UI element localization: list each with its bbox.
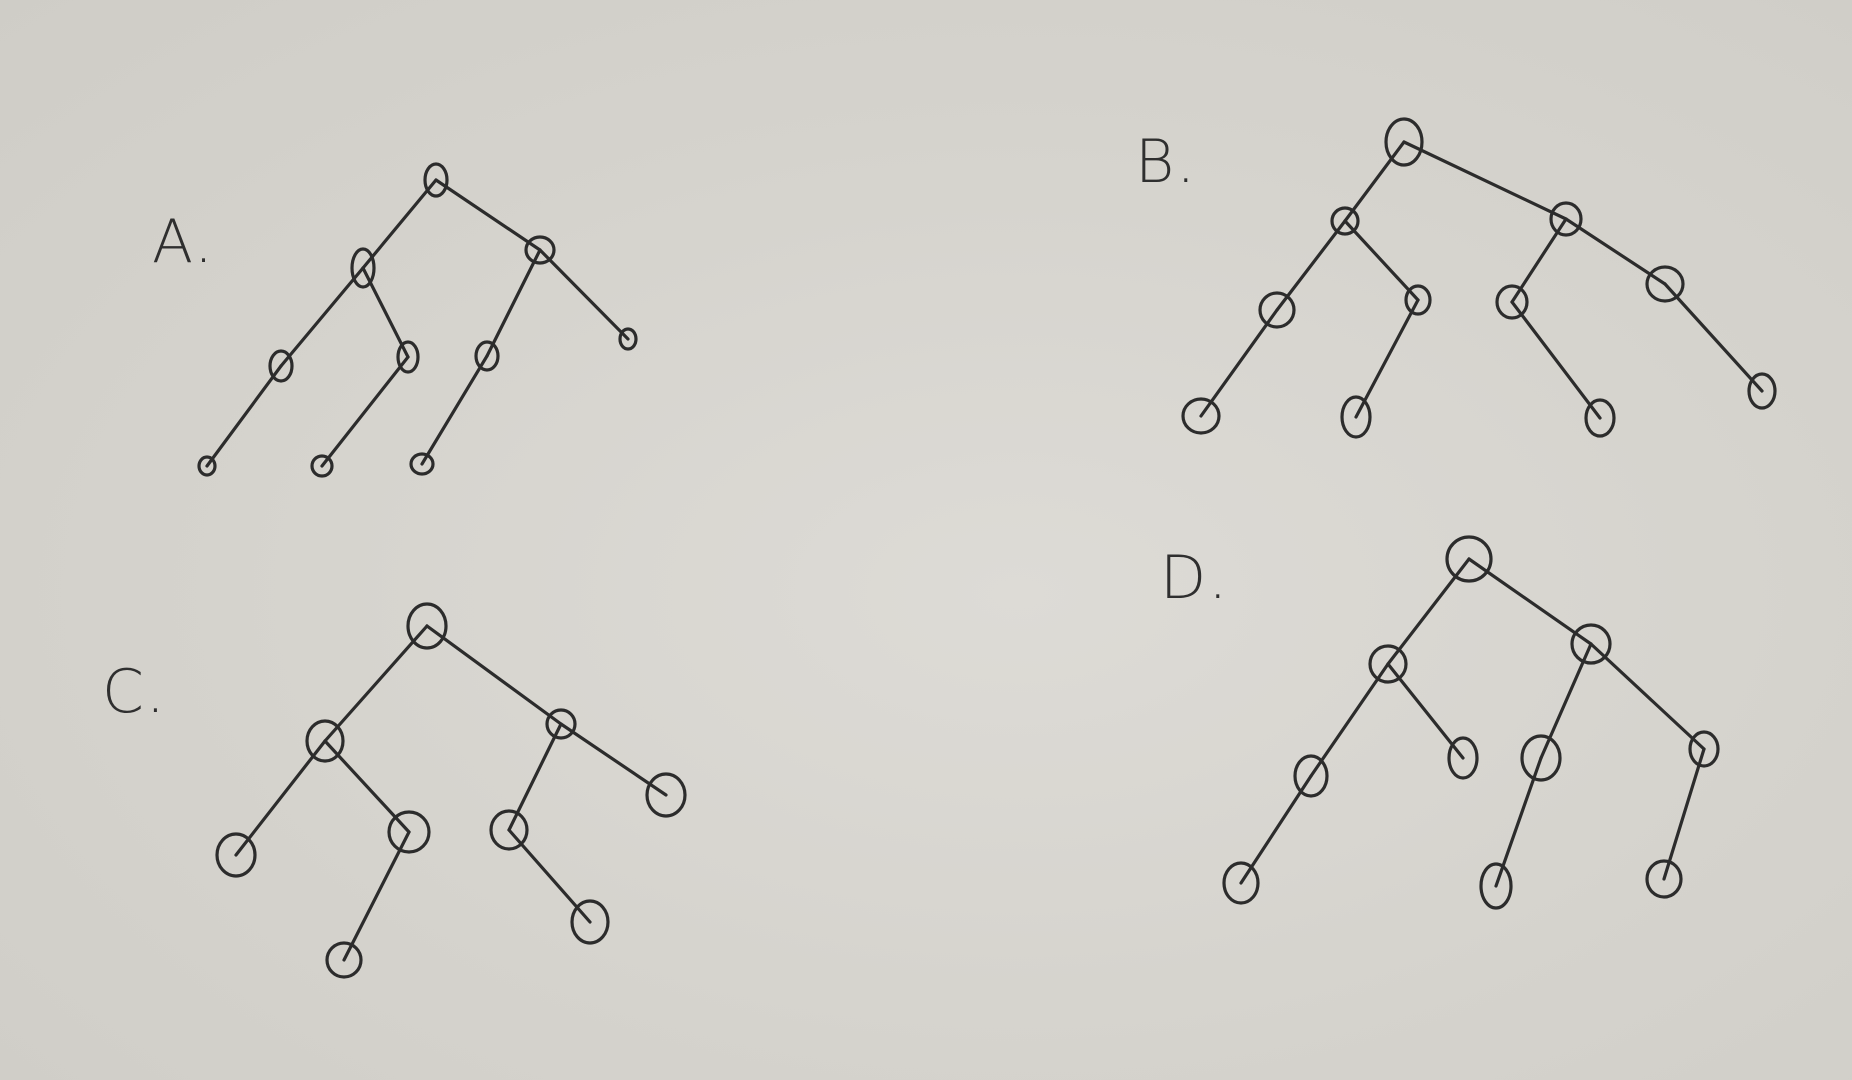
tree-d-edge	[1662, 747, 1706, 881]
tree-d-node	[1368, 644, 1408, 684]
tree-c-edge	[234, 739, 327, 857]
tree-d-edge	[1386, 662, 1465, 760]
tree-b-node	[1258, 291, 1296, 329]
tree-d-node	[1570, 623, 1612, 665]
tree-c-node	[489, 809, 529, 851]
tree-c-edge	[425, 624, 563, 726]
tree-d-node	[1447, 736, 1479, 780]
tree-a-node	[524, 235, 556, 265]
tree-a-edge	[279, 266, 365, 368]
tree-d-node	[1222, 861, 1260, 905]
tree-label-b: B.	[1135, 127, 1197, 197]
tree-b-edge	[1275, 219, 1347, 312]
tree-a-node	[268, 349, 294, 383]
tree-a-node	[310, 454, 334, 478]
tree-b-edge	[1663, 282, 1764, 393]
tree-c-node	[305, 719, 345, 763]
tree-a-edge	[420, 354, 489, 466]
tree-c-node	[325, 941, 363, 979]
tree-d-edge	[1386, 557, 1471, 666]
tree-a-edges	[205, 178, 630, 468]
tree-b-edge	[1510, 300, 1602, 420]
tree-label-c: C.	[102, 657, 167, 727]
tree-a-edge	[538, 248, 630, 341]
tree-a-edge	[361, 178, 438, 270]
tree-c-node	[387, 810, 431, 854]
tree-b-edge	[1199, 308, 1279, 418]
tree-b-nodes	[1181, 117, 1777, 439]
tree-b-edge	[1564, 217, 1667, 286]
tree-d-node	[1445, 535, 1493, 583]
tree-b-node	[1584, 398, 1616, 438]
tree-d-node	[1645, 859, 1683, 899]
tree-a-node	[409, 452, 435, 476]
tree-d-edge	[1589, 642, 1706, 751]
tree-d-nodes	[1222, 535, 1720, 910]
tree-c-node	[545, 708, 577, 740]
tree-d-node	[1293, 754, 1329, 798]
tree-b-edges	[1199, 140, 1764, 420]
tree-a: A.	[152, 162, 638, 478]
tree-c-edge	[323, 624, 429, 743]
tree-d: D.	[1160, 535, 1720, 910]
tree-d-node	[1479, 862, 1513, 910]
tree-d-node	[1688, 730, 1720, 768]
tree-a-node	[474, 340, 500, 372]
tree-a-edge	[205, 364, 283, 468]
tree-b-node	[1330, 206, 1360, 236]
tree-b-node	[1181, 397, 1221, 435]
tree-b-node	[1747, 372, 1777, 410]
tree-d-node	[1520, 734, 1562, 782]
tree-a-node	[350, 247, 376, 289]
tree-d-edge	[1309, 662, 1390, 778]
tree-d-edges	[1239, 557, 1706, 888]
tree-label-a: A.	[152, 207, 215, 277]
tree-c: C.	[102, 602, 687, 979]
tree-b-node	[1340, 395, 1372, 439]
tree-a-nodes	[197, 162, 638, 478]
tree-a-edge	[485, 248, 542, 358]
tree-a-node	[396, 340, 420, 374]
tree-a-edge	[434, 178, 542, 252]
tree-b-node	[1495, 284, 1529, 320]
tree-c-node	[406, 602, 448, 650]
tree-c-node	[645, 772, 687, 818]
tree-b-edge	[1343, 219, 1420, 302]
tree-b-node	[1404, 284, 1432, 316]
tree-b-edge	[1343, 140, 1406, 223]
tree-c-nodes	[215, 602, 687, 979]
tree-d-edge	[1239, 774, 1313, 885]
tree-b-node	[1645, 265, 1685, 303]
tree-a-node	[423, 162, 449, 198]
tree-c-edges	[234, 624, 668, 962]
tree-c-node	[570, 899, 610, 945]
tree-b-edge	[1354, 298, 1420, 419]
tree-b-edge	[1402, 140, 1568, 221]
tree-b-node	[1549, 201, 1583, 237]
tree-c-node	[215, 832, 257, 878]
tree-label-d: D.	[1160, 543, 1229, 613]
tree-c-edge	[342, 830, 411, 962]
tree-b: B.	[1135, 117, 1777, 439]
tree-b-node	[1384, 117, 1424, 167]
tree-a-node	[197, 455, 217, 477]
tree-d-edge	[1467, 557, 1593, 646]
tree-a-node	[618, 327, 638, 351]
tree-a-edge	[320, 355, 410, 468]
